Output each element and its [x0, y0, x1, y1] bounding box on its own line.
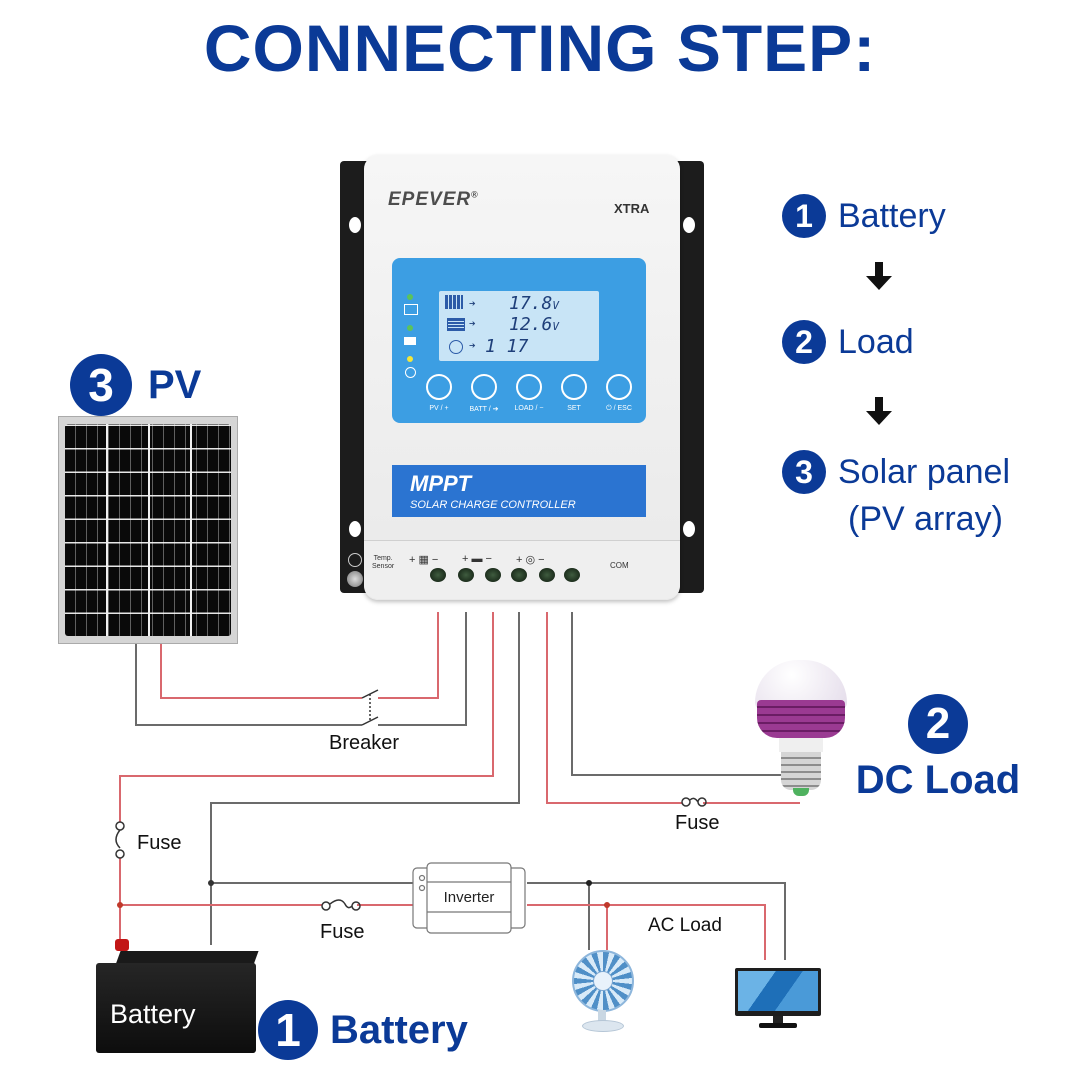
wire-battery-negative	[210, 612, 520, 945]
lcd-load-value: 1 17	[485, 336, 529, 357]
mppt-title: MPPT	[410, 471, 472, 496]
lcd-pv-voltage: 17.8V	[509, 293, 559, 314]
fuse-symbol-inverter	[321, 899, 361, 911]
junction-dot	[586, 880, 592, 886]
terminal-screw-battery-negative[interactable]	[511, 568, 527, 582]
wire-pv-negative	[135, 612, 467, 726]
step-list: 1 Battery	[782, 194, 946, 238]
inverter-label: Inverter	[444, 889, 495, 906]
wire-load-negative	[571, 612, 790, 776]
dc-load-label: DC Load	[855, 758, 1021, 802]
lcd-battery-voltage: 12.6V	[509, 314, 559, 335]
batt-next-button[interactable]: BATT / ➔	[464, 374, 504, 413]
junction-dot	[208, 880, 214, 886]
step-item-solar-panel: 3 Solar panel	[782, 450, 1010, 494]
dc-load-number-badge: 2	[908, 694, 968, 754]
terminal-screw-pv-positive[interactable]	[430, 568, 446, 582]
lcd-panel: ➔ 17.8V ➔ 12.6V ➔ 1 17 PV / +	[392, 258, 646, 423]
fuse-symbol-battery	[115, 821, 125, 859]
controller-body: EPEVER® XTRA ➔ 17.8V ➔ 12.6V	[364, 155, 680, 600]
breaker-symbol	[361, 689, 379, 726]
fan-image	[572, 950, 634, 1032]
terminal-group-battery: + ▬ −	[462, 553, 492, 565]
battery-heading: 1 Battery	[258, 1000, 468, 1060]
breaker-label: Breaker	[329, 732, 400, 754]
page-title: CONNECTING STEP:	[203, 11, 877, 85]
lcd-pv-icon	[445, 295, 463, 309]
ground-screw	[347, 571, 363, 587]
pv-number-badge: 3	[70, 354, 132, 416]
battery-icon	[404, 337, 416, 345]
junction-dot	[117, 902, 123, 908]
lcd-battery-icon	[447, 318, 465, 331]
ac-load-label: AC Load	[648, 915, 722, 936]
arrow-down-icon	[866, 397, 892, 425]
solar-icon	[404, 304, 418, 315]
set-button[interactable]: SET	[554, 374, 594, 413]
inverter-box	[412, 862, 526, 934]
mppt-label-band: MPPT SOLAR CHARGE CONTROLLER	[392, 465, 646, 517]
load-minus-button[interactable]: LOAD / −	[509, 374, 549, 413]
pv-plus-button[interactable]: PV / +	[419, 374, 459, 413]
wire-battery-positive	[119, 612, 494, 945]
lcd-load-icon	[449, 340, 463, 354]
terminal-group-load: + ◎ −	[516, 554, 545, 566]
tv-image	[735, 968, 823, 1030]
step-number-badge: 3	[782, 450, 826, 494]
fuse-symbol-dc-load	[681, 797, 707, 807]
model-label: XTRA	[614, 201, 650, 216]
step-item-battery: 1 Battery	[782, 194, 946, 238]
fuse-label-battery: Fuse	[137, 832, 182, 854]
temp-sensor-label: Temp. Sensor	[372, 555, 395, 570]
lcd-screen: ➔ 17.8V ➔ 12.6V ➔ 1 17	[439, 291, 599, 361]
step-label: Solar panel	[838, 452, 1011, 491]
terminal-screw-load-positive[interactable]	[539, 568, 555, 582]
solar-panel	[58, 416, 238, 644]
status-led-battery	[407, 325, 413, 331]
wire-ac-positive	[527, 904, 766, 960]
battery-body-label: Battery	[110, 999, 196, 1029]
fuse-label-dc-load: Fuse	[675, 812, 720, 834]
battery-number-badge: 1	[258, 1000, 318, 1060]
mppt-subtitle: SOLAR CHARGE CONTROLLER	[410, 499, 576, 511]
brand-logo: EPEVER®	[388, 189, 479, 210]
battery-positive-terminal	[115, 939, 129, 951]
step-item-load: 2 Load	[782, 320, 914, 364]
step-label: Load	[838, 322, 914, 361]
power-esc-button[interactable]: ⏻ / ESC	[599, 374, 639, 413]
step-number-badge: 2	[782, 320, 826, 364]
bulb-icon	[405, 367, 416, 378]
solar-cells	[65, 424, 231, 636]
com-label: COM	[610, 561, 629, 570]
wire-pv-positive	[160, 612, 439, 699]
status-led-pv	[407, 294, 413, 300]
junction-dot	[604, 902, 610, 908]
button-row: PV / + BATT / ➔ LOAD / − SET ⏻ / ESC	[419, 374, 639, 413]
battery-label: Battery	[330, 1007, 468, 1052]
terminal-screw-battery-positive[interactable]	[485, 568, 501, 582]
wire-ac-negative	[527, 882, 786, 960]
step-sublabel: (PV array)	[848, 500, 1003, 538]
terminal-block: Temp. Sensor + ▦ − + ▬ − + ◎ − COM	[364, 540, 680, 599]
status-led-load	[407, 356, 413, 362]
terminal-screw-pv-negative[interactable]	[458, 568, 474, 582]
charge-controller: EPEVER® XTRA ➔ 17.8V ➔ 12.6V	[340, 155, 704, 600]
bulb-image	[755, 660, 847, 805]
wire-load-positive	[546, 612, 800, 804]
step-number-badge: 1	[782, 194, 826, 238]
battery-image: Battery	[96, 935, 259, 1055]
arrow-down-icon	[866, 262, 892, 290]
terminal-group-pv: + ▦ −	[409, 554, 439, 566]
ground-icon	[348, 553, 362, 567]
pv-label: PV	[148, 362, 202, 407]
fuse-label-inverter: Fuse	[320, 921, 365, 943]
dc-load-heading: 2 DC Load	[848, 694, 1028, 803]
step-label: Battery	[838, 196, 946, 235]
pv-heading: 3 PV	[70, 354, 201, 416]
terminal-screw-load-negative[interactable]	[564, 568, 580, 582]
